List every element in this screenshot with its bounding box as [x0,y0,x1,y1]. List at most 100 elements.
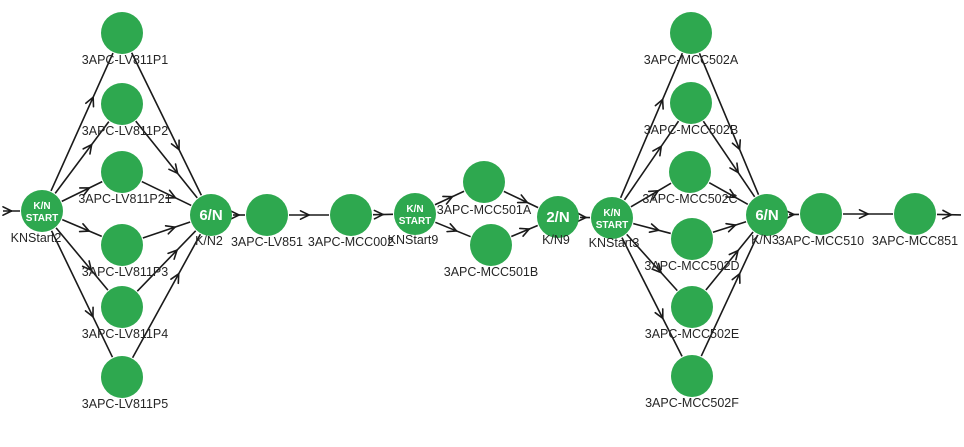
arrowhead [174,163,179,175]
start-node-circle[interactable] [21,190,63,232]
node-3APC-LV811P1[interactable]: 3APC-LV811P1 [82,12,168,67]
edge-LV811P21-KN2 [141,180,192,207]
arrowhead [373,209,384,216]
arrowhead [518,227,531,230]
arrowhead [728,249,739,256]
node-label: KNStart9 [388,233,439,247]
edge-MCC002-KNStart9 [372,209,394,220]
arrowhead [650,223,660,232]
block-node-circle[interactable] [246,194,288,236]
edge-MCC851-OUT [936,209,962,220]
node-3APC-LV811P5[interactable]: 3APC-LV811P5 [82,356,168,411]
edge-LV811P1-KN2 [130,52,203,196]
arrowhead [373,213,384,220]
node-3APC-MCC002[interactable]: 3APC-MCC002 [308,194,394,249]
node-label: 3APC-LV811P21 [78,192,171,206]
block-node-circle[interactable] [463,161,505,203]
gate-node-circle[interactable] [746,194,788,236]
block-node-circle[interactable] [101,356,143,398]
node-3APC-LV811P21[interactable]: 3APC-LV811P21 [78,151,172,206]
block-node-circle[interactable] [101,83,143,125]
edge-KNStart2-LV811P21 [61,180,103,203]
node-3APC-MCC502E[interactable]: 3APC-MCC502E [645,286,739,341]
start-node-circle[interactable] [394,193,436,235]
block-node-circle[interactable] [894,193,936,235]
arrowhead [738,139,742,151]
arrowhead [651,268,662,274]
block-node-circle[interactable] [669,151,711,193]
node-3APC-MCC501A[interactable]: 3APC-MCC501A [437,161,532,217]
node-label: 3APC-MCC502A [644,53,739,67]
arrowhead [449,223,458,232]
arrowhead [446,230,458,233]
edge-MCC502E-KN3 [705,231,754,291]
arrowhead [299,209,310,216]
node-3APC-MCC502A[interactable]: 3APC-MCC502A [644,12,739,67]
node-3APC-MCC502F[interactable]: 3APC-MCC502F [645,355,739,410]
node-3APC-LV811P2[interactable]: 3APC-LV811P2 [82,83,168,138]
arrowhead [647,189,660,193]
arrowhead [173,249,178,260]
edge-LV811P3-KN2 [142,221,191,239]
node-label: 3APC-LV811P4 [82,327,168,341]
arrowhead [82,143,93,150]
edge-KNStart2-LV811P3 [61,218,103,238]
edge-MCC502D-KN3 [712,220,747,234]
arrowhead [85,96,94,105]
gate-node-text: 2/N [546,209,569,226]
node-3APC-MCC502D[interactable]: 3APC-MCC502D [644,218,740,273]
arrowhead [727,224,737,233]
node-label: KNStart3 [589,236,640,250]
node-3APC-MCC502B[interactable]: 3APC-MCC502B [644,82,738,137]
arrowhead [735,249,739,261]
edge-MCC502F-KN3 [700,234,759,357]
gate-node-circle[interactable] [190,194,232,236]
arrowhead [82,223,90,232]
node-K/N9[interactable]: 2/NK/N9 [537,196,579,247]
node-label: 3APC-MCC502D [644,259,739,273]
block-node-circle[interactable] [101,151,143,193]
block-node-circle[interactable] [670,12,712,54]
block-node-circle[interactable] [101,286,143,328]
node-3APC-MCC510[interactable]: 3APC-MCC510 [778,193,864,248]
node-K/N3[interactable]: 6/NK/N3 [746,194,788,247]
edge-KNStart9-MCC501A [434,190,465,206]
start-node-circle[interactable] [591,197,633,239]
node-label: 3APC-MCC502C [642,192,737,206]
arrowhead [576,216,587,223]
gate-node-circle[interactable] [537,196,579,238]
node-label: 3APC-MCC002 [308,235,394,249]
block-node-circle[interactable] [101,224,143,266]
node-3APC-LV851[interactable]: 3APC-LV851 [231,194,303,249]
arrowhead [659,145,663,157]
node-label: K/N2 [195,234,223,248]
node-3APC-LV811P3[interactable]: 3APC-LV811P3 [82,224,168,279]
node-3APC-MCC851[interactable]: 3APC-MCC851 [872,193,958,248]
block-node-circle[interactable] [671,286,713,328]
edge-KN9-KNStart3 [576,212,591,223]
node-3APC-MCC501B[interactable]: 3APC-MCC501B [444,224,538,279]
block-node-circle[interactable] [330,194,372,236]
arrowhead [654,98,664,107]
arrowhead [167,249,178,255]
gate-node-text: 6/N [199,207,222,224]
block-node-circle[interactable] [671,218,713,260]
arrowhead [2,205,13,212]
node-3APC-MCC502C[interactable]: 3APC-MCC502C [642,151,738,206]
edge-LV811P5-KN2 [131,233,202,359]
node-label: 3APC-LV851 [231,235,303,249]
arrowhead [858,213,869,220]
block-node-circle[interactable] [800,193,842,235]
arrowhead [168,168,179,175]
node-K/N2[interactable]: 6/N K/N2 [190,194,232,248]
block-node-circle[interactable] [101,12,143,54]
block-node-circle[interactable] [670,82,712,124]
block-node-circle[interactable] [470,224,512,266]
arrowhead [661,98,664,110]
block-node-circle[interactable] [671,355,713,397]
node-3APC-LV811P4[interactable]: 3APC-LV811P4 [82,286,168,341]
